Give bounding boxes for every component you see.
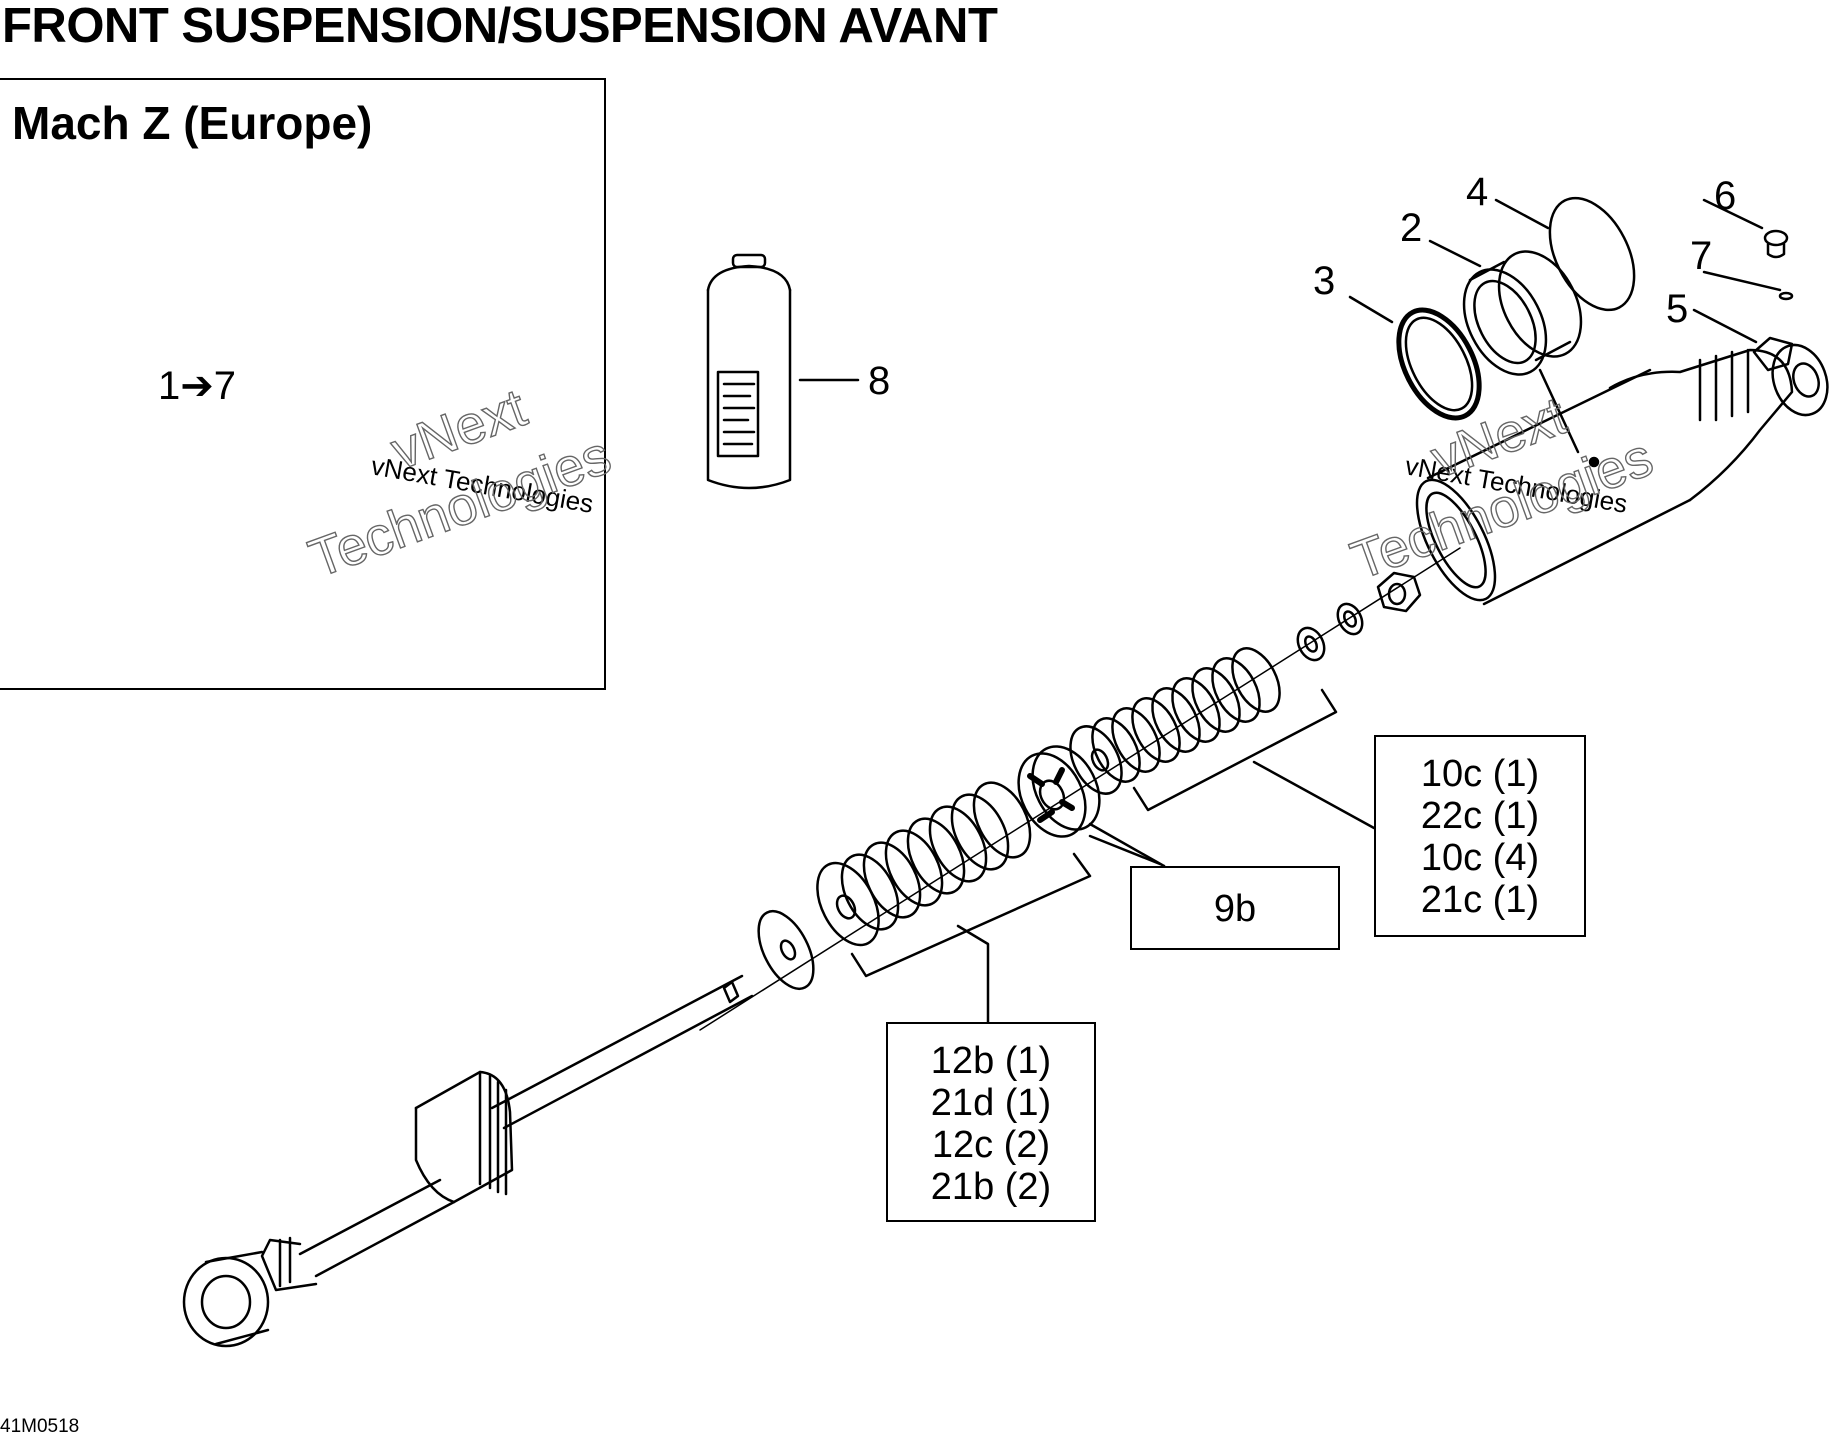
drawing-code: 41M0518 [0,1416,80,1437]
part-label-3: 3 [1313,259,1336,303]
part-label-2: 2 [1400,206,1423,250]
seal-head-icon [1462,250,1583,376]
piston-icon [1017,745,1101,838]
callout-lower-line-4: 21b (2) [930,1166,1052,1208]
o-ring-icon [1548,196,1636,312]
piston-rod-icon [182,974,754,1348]
washer-icon [1296,626,1326,662]
part-label-range: 1➔7 [158,366,236,406]
sealing-washer-icon [1778,291,1794,301]
callout-upper-line-2: 22c (1) [1420,795,1540,837]
callout-lower-line-3: 12c (2) [931,1124,1051,1166]
bleed-screw-icon [1763,229,1789,259]
part-label-7: 7 [1690,234,1713,278]
upper-shim-stack-icon [1069,647,1281,795]
shock-oil-bottle-icon [706,253,792,490]
part-label-4: 4 [1466,170,1489,214]
rod-nut-icon [1376,571,1422,613]
inset-title: Mach Z (Europe) [12,97,373,149]
range-end: 7 [213,364,237,408]
range-start: 1 [158,364,181,408]
washer-icon [757,910,815,990]
callout-valve-label: 9b [1213,888,1257,930]
callout-lower-line-2: 21d (1) [930,1082,1052,1124]
callout-box-upper-shims: 10c (1) 22c (1) 10c (4) 21c (1) [1374,735,1586,937]
callout-upper-line-1: 10c (1) [1420,753,1540,795]
washer-icon [1336,602,1364,636]
part-label-6: 6 [1714,174,1737,218]
page-title: FRONT SUSPENSION/SUSPENSION AVANT [2,0,998,53]
callout-box-valve: 9b [1130,866,1340,950]
callout-lower-line-1: 12b (1) [930,1040,1052,1082]
lower-shim-stack-icon [816,781,1032,947]
callout-box-lower-shims: 12b (1) 21d (1) 12c (2) 21b (2) [886,1022,1096,1222]
range-arrow-icon: ➔ [180,364,214,408]
part-label-8: 8 [868,359,891,403]
callout-upper-line-4: 21c (1) [1420,879,1540,921]
backup-ring-icon [1396,307,1482,421]
part-label-5: 5 [1666,287,1689,331]
callout-upper-line-3: 10c (4) [1420,837,1540,879]
shock-body-cylinder-icon [1415,336,1829,606]
model-inset-box: Mach Z (Europe) [0,78,606,690]
